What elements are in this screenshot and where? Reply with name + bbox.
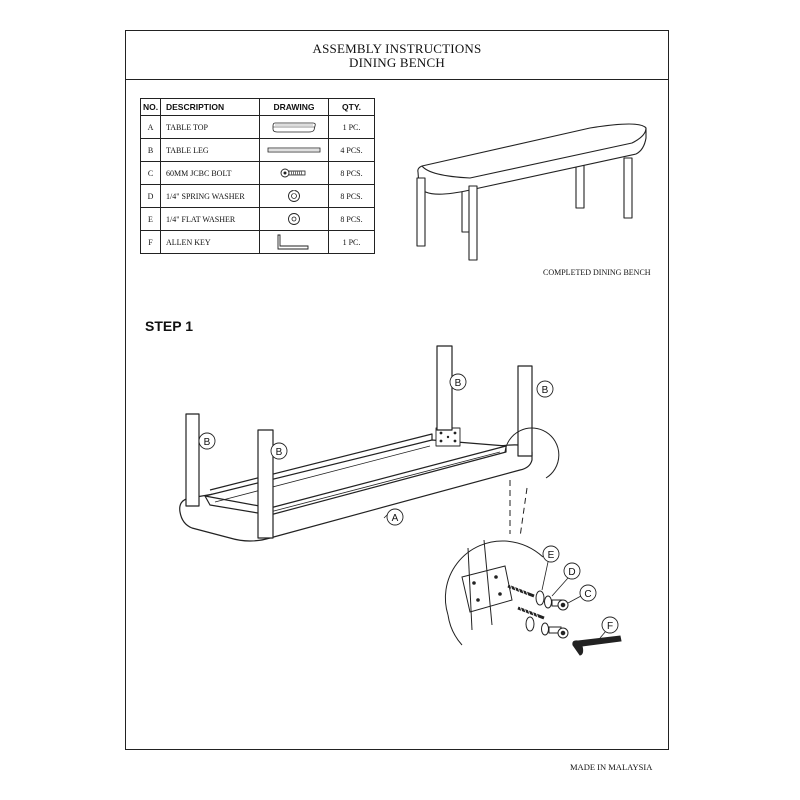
table-top-icon bbox=[272, 122, 316, 133]
title-line-2: DINING BENCH bbox=[349, 55, 445, 70]
part-description: 1/4" SPRING WASHER bbox=[160, 184, 260, 208]
table-row: D 1/4" SPRING WASHER 8 PCS. bbox=[140, 184, 375, 208]
part-description: TABLE TOP bbox=[160, 115, 260, 139]
part-description: TABLE LEG bbox=[160, 138, 260, 162]
page-frame bbox=[125, 30, 669, 750]
table-row: A TABLE TOP 1 PC. bbox=[140, 115, 375, 139]
parts-table: NO. DESCRIPTION DRAWING QTY. A TABLE TOP… bbox=[140, 98, 375, 254]
leg-label-text: B bbox=[276, 447, 283, 458]
top-label: A bbox=[383, 508, 404, 526]
top-label-text: A bbox=[392, 513, 399, 524]
leg-label-text: B bbox=[455, 378, 462, 389]
bolt-label-text: C bbox=[584, 589, 591, 600]
made-in-text: MADE IN MALAYSIA bbox=[570, 762, 653, 772]
step-title: STEP 1 bbox=[145, 318, 193, 334]
table-row: F ALLEN KEY 1 PC. bbox=[140, 230, 375, 254]
allen-key-icon bbox=[277, 234, 309, 250]
completed-bench-drawing bbox=[416, 123, 647, 261]
bolt-upper bbox=[507, 583, 569, 611]
flat-washer-icon bbox=[288, 213, 300, 225]
part-qty: 1 PC. bbox=[328, 230, 375, 254]
part-qty: 8 PCS. bbox=[328, 184, 375, 208]
bolt-lower bbox=[517, 605, 569, 639]
table-row: E 1/4" FLAT WASHER 8 PCS. bbox=[140, 207, 375, 231]
flat-washer-label-text: E bbox=[548, 550, 555, 561]
title-line-1: ASSEMBLY INSTRUCTIONS bbox=[312, 41, 482, 56]
spring-washer-label-text: D bbox=[568, 567, 575, 578]
bench-step1-drawing bbox=[179, 345, 533, 542]
allen-key-label: F bbox=[599, 616, 619, 639]
table-row: B TABLE LEG 4 PCS. bbox=[140, 138, 375, 162]
allen-key-label-text: F bbox=[607, 621, 613, 632]
leg-label-2: B bbox=[270, 442, 288, 460]
flat-washer-label: E bbox=[541, 545, 560, 591]
leg-label-3: B bbox=[449, 373, 467, 391]
title-band: ASSEMBLY INSTRUCTIONS DINING BENCH bbox=[125, 30, 669, 80]
leg-label-text: B bbox=[542, 385, 549, 396]
part-qty: 1 PC. bbox=[328, 115, 375, 139]
hardware-detail-drawing bbox=[444, 539, 622, 656]
part-qty: 4 PCS. bbox=[328, 138, 375, 162]
detail-callout bbox=[504, 427, 560, 538]
completed-bench-caption: COMPLETED DINING BENCH bbox=[543, 268, 651, 277]
bolt-label: C bbox=[567, 584, 597, 604]
spring-washer-icon bbox=[288, 190, 300, 202]
leg-label-1: B bbox=[198, 432, 216, 450]
table-leg-icon bbox=[267, 147, 321, 153]
leg-label-text: B bbox=[204, 437, 211, 448]
bolt-icon bbox=[280, 168, 306, 178]
allen-key-detail bbox=[572, 635, 622, 656]
table-row: C 60MM JCBC BOLT 8 PCS. bbox=[140, 161, 375, 185]
part-qty: 8 PCS. bbox=[328, 161, 375, 185]
leg-label-4: B bbox=[536, 380, 554, 398]
spring-washer-label: D bbox=[551, 562, 581, 597]
